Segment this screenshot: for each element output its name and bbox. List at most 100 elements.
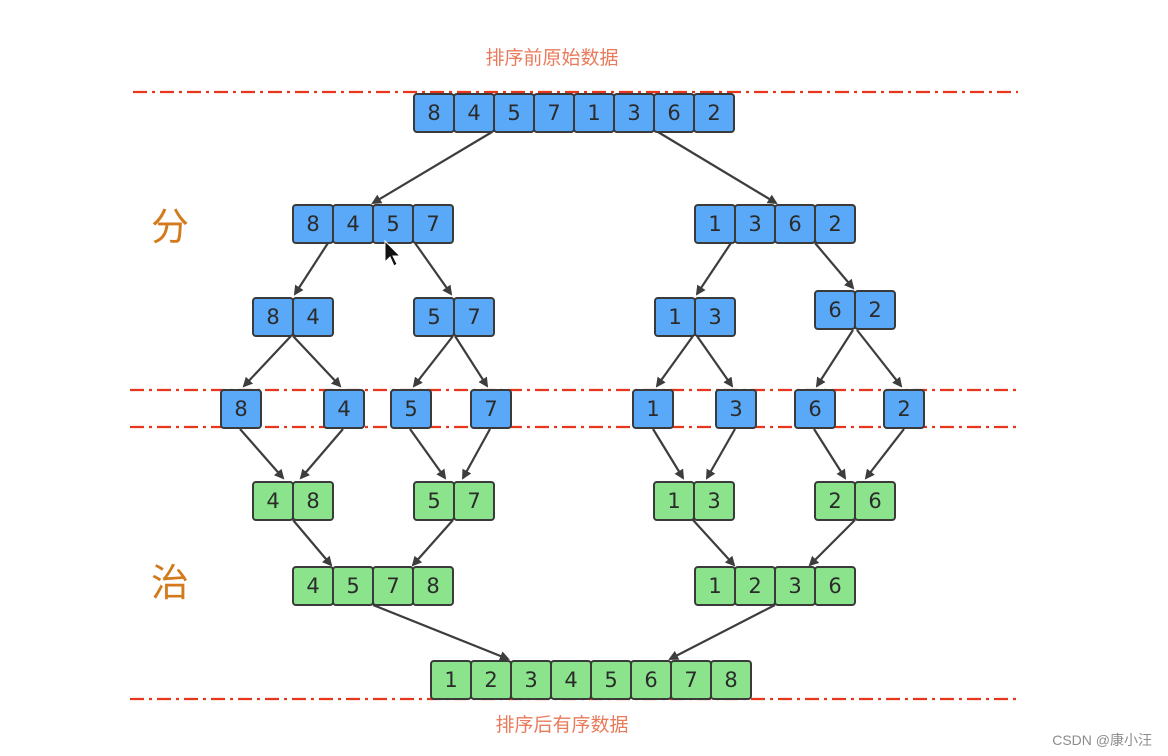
array-cell-value: 2: [897, 397, 910, 421]
watermark: CSDN @康小汪: [1052, 732, 1152, 748]
arrow-merge: [292, 519, 333, 567]
array-cell: [323, 389, 365, 429]
array-cell: [794, 389, 836, 429]
array-leaf-2: 2: [883, 389, 925, 429]
array-cell: [220, 389, 262, 429]
arrow-merge: [372, 603, 510, 661]
array-cell-value: 5: [346, 574, 359, 598]
array-leaf-6: 6: [794, 389, 836, 429]
arrow-split: [414, 242, 453, 296]
array-cell-value: 7: [467, 305, 480, 329]
array-leaf-3: 3: [715, 389, 757, 429]
array-cell-value: 1: [444, 668, 457, 692]
array-cell: [710, 660, 752, 700]
array-cell-value: 8: [426, 574, 439, 598]
array-cell-value: 1: [668, 305, 681, 329]
arrow-split: [657, 131, 778, 205]
arrow-merge: [652, 428, 685, 480]
array-cell-value: 5: [404, 397, 417, 421]
array-cell-value: 7: [426, 212, 439, 236]
arrow-split: [696, 335, 734, 388]
array-cell: [854, 481, 896, 521]
array-cell-value: 7: [684, 668, 697, 692]
array-cell-value: 6: [788, 212, 801, 236]
array-cell: [453, 481, 495, 521]
array-cell-value: 8: [266, 305, 279, 329]
phase-label-divide: 分: [151, 205, 189, 249]
array-cell-value: 4: [564, 668, 577, 692]
array-cell-value: 7: [484, 397, 497, 421]
array-cell-value: 4: [266, 489, 279, 513]
array-cell: [412, 566, 454, 606]
array-cell-value: 8: [427, 101, 440, 125]
array-cell-value: 3: [708, 305, 721, 329]
array-cell: [453, 297, 495, 337]
array-cell-value: 5: [427, 305, 440, 329]
arrow-merge: [692, 519, 736, 567]
arrow-split: [242, 335, 292, 388]
array-cell-value: 1: [708, 574, 721, 598]
array-cell-value: 4: [346, 212, 359, 236]
array-cell-value: 6: [808, 397, 821, 421]
array-cell: [814, 204, 856, 244]
arrow-split: [292, 335, 342, 388]
array-cell: [470, 389, 512, 429]
array-cell-value: 3: [524, 668, 537, 692]
array-leaf-7: 7: [470, 389, 512, 429]
array-cell: [694, 297, 736, 337]
array-leaf-8: 8: [220, 389, 262, 429]
array-cell-value: 6: [828, 298, 841, 322]
array-cell-value: 1: [708, 212, 721, 236]
array-cell: [715, 389, 757, 429]
array-cell-value: 5: [604, 668, 617, 692]
arrow-merge: [808, 519, 856, 567]
array-cell-value: 4: [306, 305, 319, 329]
array-cell-value: 2: [828, 489, 841, 513]
array-cell-value: 7: [467, 489, 480, 513]
array-cell-value: 2: [748, 574, 761, 598]
phase-label-conquer: 治: [151, 561, 189, 605]
array-cell-value: 6: [667, 101, 680, 125]
array-cell-value: 7: [386, 574, 399, 598]
arrow-merge: [668, 604, 776, 660]
array-cell-value: 7: [547, 101, 560, 125]
array-cell: [883, 389, 925, 429]
array-cell-value: 8: [306, 212, 319, 236]
array-leaf-1: 1: [632, 389, 674, 429]
array-cell-value: 8: [306, 489, 319, 513]
array-split-right: 1 3 6 2: [694, 204, 856, 244]
array-cell-value: 4: [467, 101, 480, 125]
array-cell-value: 1: [646, 397, 659, 421]
array-leaf-5: 5: [390, 389, 432, 429]
array-cell: [693, 93, 735, 133]
array-cell-value: 3: [729, 397, 742, 421]
array-cell: [814, 566, 856, 606]
arrow-split: [695, 242, 732, 296]
arrow-split: [293, 242, 329, 296]
arrow-split: [856, 329, 903, 388]
mouse-pointer-icon: [384, 239, 402, 267]
arrow-merge: [409, 428, 447, 480]
arrow-split: [371, 131, 493, 205]
array-cell-value: 3: [748, 212, 761, 236]
array-cell-value: 2: [828, 212, 841, 236]
array-cell-value: 1: [587, 101, 600, 125]
array-cell-value: 6: [868, 489, 881, 513]
array-cell-value: 6: [644, 668, 657, 692]
arrow-merge: [411, 519, 454, 567]
array-cell: [412, 204, 454, 244]
arrow-merge: [813, 428, 847, 480]
arrow-split: [815, 329, 854, 388]
arrow-merge: [299, 428, 344, 480]
array-cell-value: 2: [484, 668, 497, 692]
